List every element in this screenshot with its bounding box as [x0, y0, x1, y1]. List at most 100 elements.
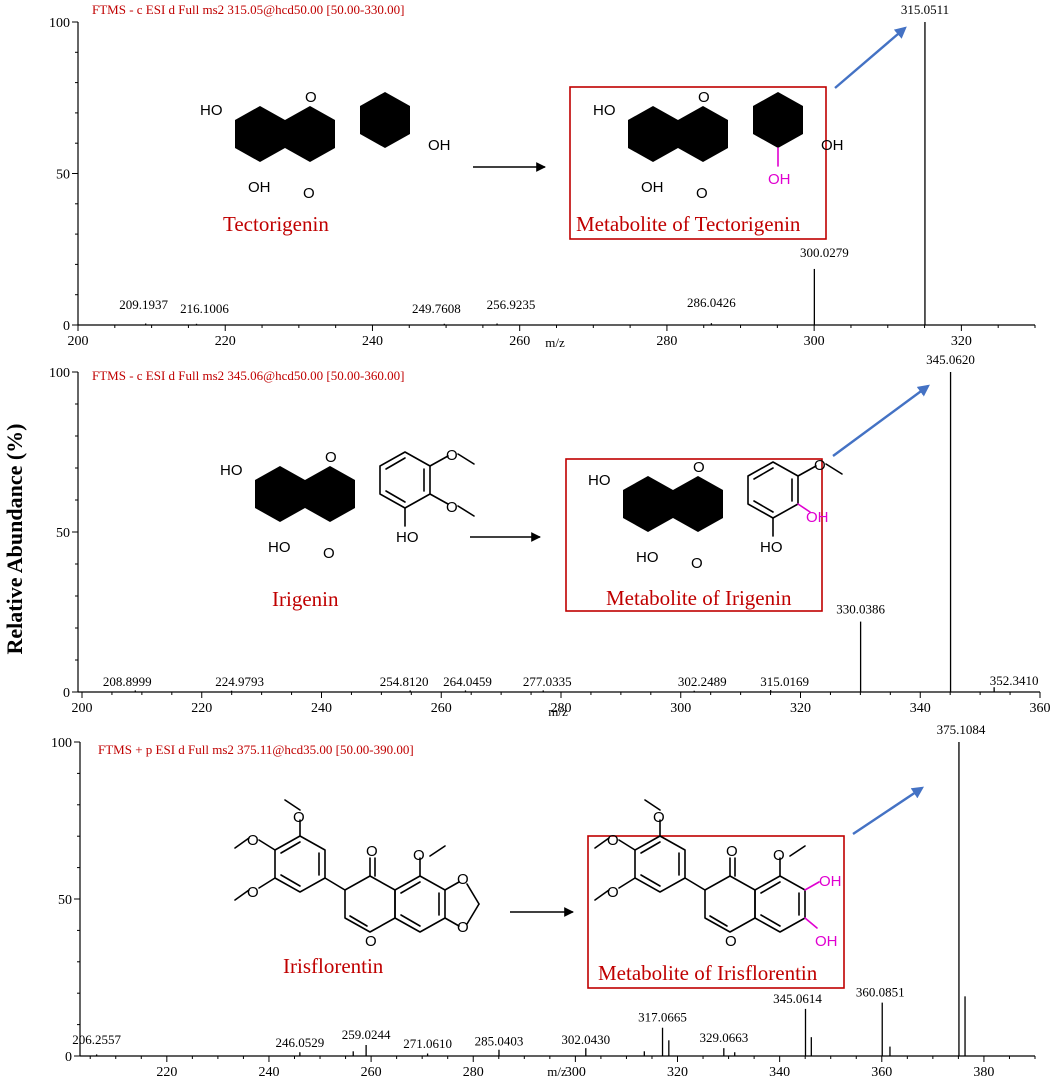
x-axis-title: m/z [547, 1064, 567, 1078]
svg-text:O: O [814, 457, 826, 474]
x-tick-label: 260 [509, 334, 530, 349]
peak-label: 216.1006 [180, 301, 229, 316]
peaks: 206.2557 246.0529 259.0244 271.0610 285.0403… [72, 722, 986, 1056]
svg-text:HO: HO [396, 529, 419, 546]
x-axis-title: m/z [545, 335, 565, 350]
y-tick-label: 50 [56, 168, 70, 183]
peak-label: 277.0335 [523, 674, 572, 689]
fragment-arrow [852, 786, 924, 835]
x-axis-title: m/z [548, 704, 568, 719]
x-tick-label: 240 [258, 1065, 279, 1078]
peak-label: 315.0511 [901, 2, 949, 17]
svg-text:O: O [413, 847, 425, 864]
peak-label: 206.2557 [72, 1032, 121, 1047]
parent-compound-label: Tectorigenin [223, 212, 329, 236]
peak-label: 300.0279 [800, 245, 849, 260]
scan-header: FTMS - c ESI d Full ms2 315.05@hcd50.00 … [92, 2, 404, 17]
x-tick-label: 240 [362, 334, 383, 349]
y-tick-label: 50 [56, 526, 70, 541]
peak-label: 256.9235 [487, 297, 536, 312]
x-tick-label: 280 [463, 1065, 484, 1078]
svg-text:O: O [303, 185, 315, 202]
peak-label: 330.0386 [836, 602, 885, 617]
added-hydroxyl-label-2: OH [815, 933, 838, 950]
fragment-arrow [832, 384, 930, 457]
svg-text:HO: HO [593, 102, 616, 119]
metabolite-structure: HO HO O O O HO OH [586, 457, 843, 572]
scan-header: FTMS - c ESI d Full ms2 345.06@hcd50.00 … [92, 368, 404, 383]
svg-text:HO: HO [588, 472, 611, 489]
y-tick-label: 0 [65, 1050, 72, 1065]
x-tick-label: 360 [1030, 701, 1051, 716]
x-tick-label: 340 [769, 1065, 790, 1078]
x-tick-label: 200 [68, 334, 89, 349]
y-axis-ticks: 0 50 100 [51, 736, 80, 1065]
svg-text:O: O [446, 447, 458, 464]
y-tick-label: 50 [58, 893, 72, 908]
svg-text:O: O [653, 809, 665, 826]
svg-text:HO: HO [200, 102, 223, 119]
x-tick-label: 220 [191, 701, 212, 716]
svg-text:O: O [247, 832, 259, 849]
y-tick-label: 100 [49, 366, 70, 381]
y-tick-label: 100 [51, 736, 72, 751]
x-tick-label: 320 [667, 1065, 688, 1078]
svg-text:O: O [725, 933, 737, 950]
svg-text:O: O [365, 933, 377, 950]
peak-label: 246.0529 [275, 1035, 324, 1050]
spectrum-panel-irigenin: FTMS - c ESI d Full ms2 345.06@hcd50.00 … [49, 352, 1051, 719]
added-hydroxyl-label-1: OH [819, 873, 842, 890]
y-tick-label: 100 [49, 16, 70, 31]
x-tick-label: 220 [156, 1065, 177, 1078]
x-tick-label: 260 [361, 1065, 382, 1078]
svg-text:O: O [323, 545, 335, 562]
peak-label: 208.8999 [103, 674, 152, 689]
x-tick-label: 300 [804, 334, 825, 349]
svg-text:O: O [773, 847, 785, 864]
peak-label: 264.0459 [443, 674, 492, 689]
x-tick-label: 320 [951, 334, 972, 349]
x-tick-label: 200 [72, 701, 93, 716]
svg-text:O: O [247, 884, 259, 901]
y-axis-ticks: 0 50 100 [49, 16, 78, 334]
x-tick-label: 260 [431, 701, 452, 716]
peak-label: 302.2489 [678, 674, 727, 689]
svg-text:O: O [366, 843, 378, 860]
peak-label: 271.0610 [403, 1036, 452, 1051]
x-tick-label: 320 [790, 701, 811, 716]
y-tick-label: 0 [63, 319, 70, 334]
x-tick-label: 240 [311, 701, 332, 716]
peak-label: 285.0403 [475, 1034, 524, 1049]
svg-text:HO: HO [220, 462, 243, 479]
svg-text:O: O [457, 871, 469, 888]
metabolite-box [565, 458, 823, 612]
metabolite-label: Metabolite of Irigenin [606, 586, 792, 610]
x-tick-label: 300 [565, 1065, 586, 1078]
peak-label: 209.1937 [119, 297, 168, 312]
metabolite-box [587, 835, 845, 989]
added-hydroxyl-label: OH [768, 171, 791, 188]
metabolite-structure: O O O O O O OH OH [594, 799, 842, 950]
scan-header: FTMS + p ESI d Full ms2 375.11@hcd35.00 … [98, 742, 414, 757]
metabolite-label: Metabolite of Tectorigenin [576, 212, 801, 236]
x-tick-label: 280 [656, 334, 677, 349]
y-tick-label: 0 [63, 686, 70, 701]
peak-label: 259.0244 [342, 1027, 391, 1042]
svg-text:HO: HO [636, 549, 659, 566]
peak-label: 286.0426 [687, 295, 736, 310]
svg-text:HO: HO [760, 539, 783, 556]
peak-label: 329.0663 [699, 1030, 748, 1045]
x-tick-label: 360 [871, 1065, 892, 1078]
svg-text:O: O [693, 459, 705, 476]
irigenin-structure: HO HO O O O O HO [218, 447, 475, 562]
metabolite-label: Metabolite of Irisflorentin [598, 961, 818, 985]
peak-label: 345.0620 [926, 352, 975, 367]
peak-label: 360.0851 [856, 985, 905, 1000]
peak-label: 315.0169 [760, 674, 809, 689]
y-axis-title: Relative Abundance (%) [2, 424, 27, 655]
